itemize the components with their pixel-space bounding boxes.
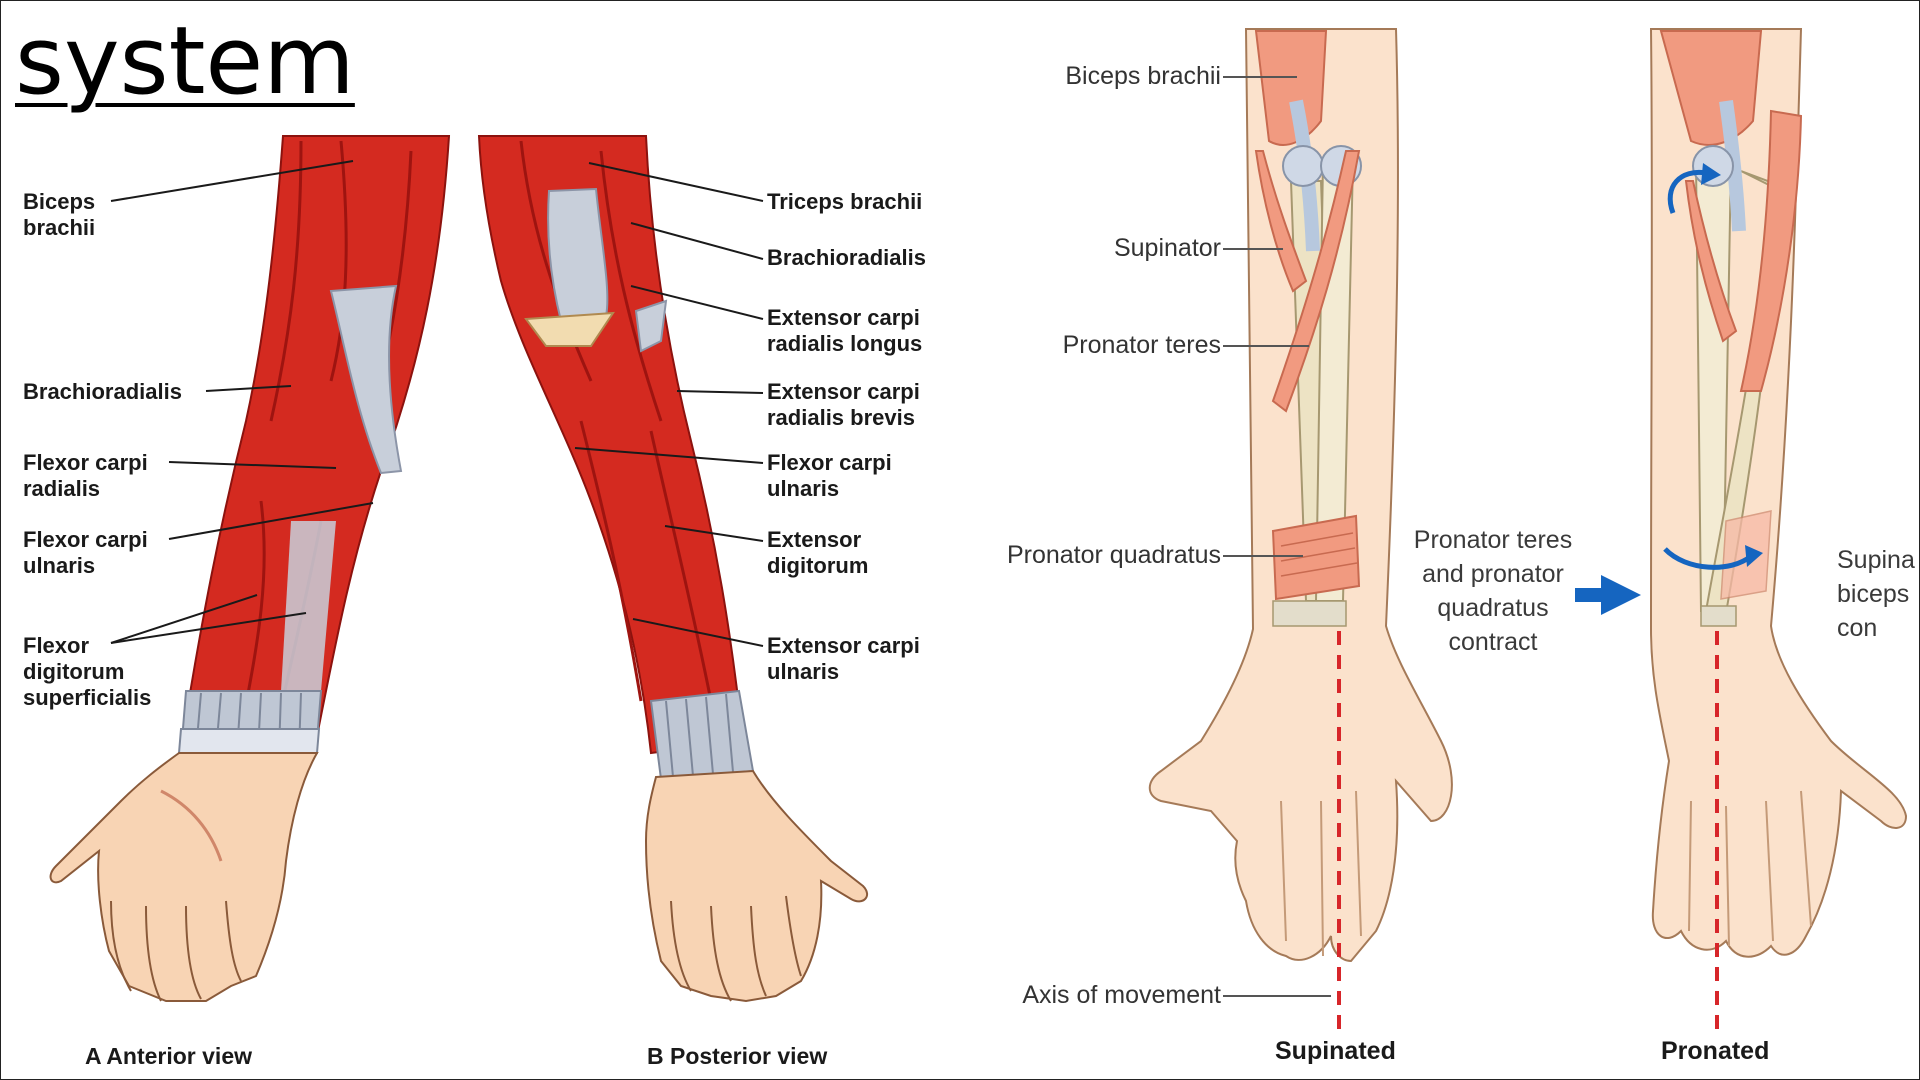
label-extensor-carpi-radialis-longus: Extensor carpi radialis longus xyxy=(767,305,923,356)
pronated-pronator-quadratus xyxy=(1720,510,1772,600)
label-pronator-contract: Pronator teres and pronator quadratus co… xyxy=(1413,526,1573,656)
label-biceps-brachii-b: Biceps brachii xyxy=(1065,62,1221,90)
anterior-aponeurosis xyxy=(329,284,403,475)
label-flexor-carpi-radialis: Flexor carpi radialis xyxy=(23,450,148,501)
posterior-hand xyxy=(644,769,869,1003)
posterior-forearm-muscle xyxy=(477,135,745,755)
label-axis-of-movement: Axis of movement xyxy=(1022,981,1221,1009)
supinated-ulna-bone xyxy=(1314,160,1355,602)
caption-supinated: Supinated xyxy=(1275,1037,1396,1065)
pronated-biceps xyxy=(1659,30,1763,146)
label-extensor-carpi-radialis-brevis: Extensor carpi radialis brevis xyxy=(767,379,920,430)
label-pronator-quadratus: Pronator quadratus xyxy=(1006,541,1221,569)
label-flexor-digitorum-superficialis: Flexor digitorum superficialis xyxy=(23,633,152,710)
label-brachioradialis-anterior: Brachioradialis xyxy=(23,379,182,404)
posterior-arm xyxy=(477,135,869,1003)
rotation-arrow-icon xyxy=(1663,547,1753,570)
label-biceps-brachii: Biceps brachii xyxy=(23,189,96,240)
supinated-arm xyxy=(1148,28,1453,963)
pronated-pronator-teres xyxy=(1739,109,1803,392)
supination-leader-lines xyxy=(1223,76,1331,997)
caption-posterior-view: B Posterior view xyxy=(647,1043,828,1069)
label-flexor-carpi-ulnaris-posterior: Flexor carpi ulnaris xyxy=(767,450,892,501)
label-flexor-carpi-ulnaris-anterior: Flexor carpi ulnaris xyxy=(23,527,148,578)
label-pronator-teres: Pronator teres xyxy=(1062,331,1221,359)
label-triceps-brachii: Triceps brachii xyxy=(767,189,923,214)
label-brachioradialis-posterior: Brachioradialis xyxy=(767,245,926,270)
pronated-arm xyxy=(1649,28,1908,958)
anterior-hand xyxy=(49,752,319,1002)
label-supinator-biceps-cut: Supina biceps con xyxy=(1837,546,1915,642)
anterior-leader-lines xyxy=(110,160,374,644)
label-extensor-digitorum: Extensor digitorum xyxy=(767,527,869,578)
label-supinator: Supinator xyxy=(1113,234,1221,262)
caption-pronated: Pronated xyxy=(1661,1037,1770,1065)
supinated-radius-bone xyxy=(1289,180,1338,602)
posterior-olecranon-tendon xyxy=(547,187,609,323)
slide-title: system xyxy=(15,7,355,116)
pronated-radius-bone xyxy=(1704,170,1783,615)
supinated-pronator-teres xyxy=(1271,150,1361,413)
supinated-pronator-quadratus xyxy=(1271,514,1361,601)
supinated-arm-skin xyxy=(1148,28,1453,963)
supinated-supinator xyxy=(1254,150,1308,293)
anterior-arm xyxy=(49,135,451,1002)
pronated-ulna-bone xyxy=(1694,160,1733,612)
posterior-leader-lines xyxy=(574,162,764,647)
pronated-arm-skin xyxy=(1649,28,1908,958)
figure-anterior-posterior xyxy=(49,135,869,1003)
label-extensor-carpi-ulnaris: Extensor carpi ulnaris xyxy=(767,633,920,684)
supinated-biceps xyxy=(1254,30,1328,146)
caption-anterior-view: A Anterior view xyxy=(85,1043,252,1069)
rotation-arrow-icon xyxy=(1667,169,1707,214)
